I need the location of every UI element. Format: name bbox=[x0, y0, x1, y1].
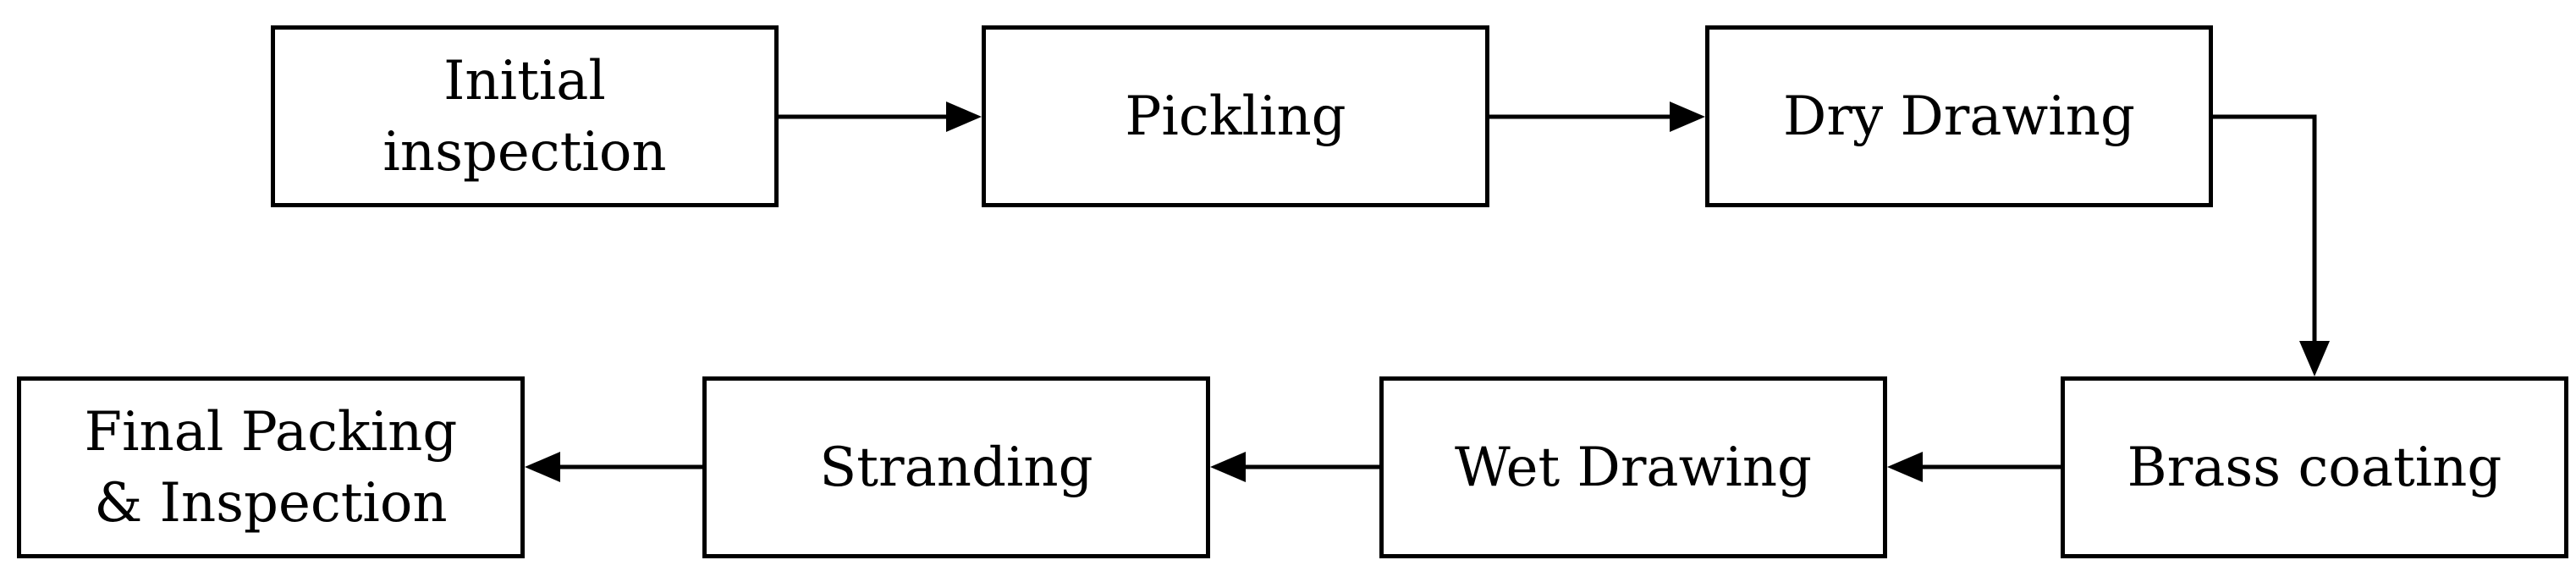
step-brass-coating: Brass coating bbox=[2061, 376, 2568, 558]
step-label: Dry Drawing bbox=[1783, 85, 2135, 148]
step-wet-drawing: Wet Drawing bbox=[1379, 376, 1887, 558]
step-stranding: Stranding bbox=[702, 376, 1210, 558]
step-label: Wet Drawing bbox=[1455, 436, 1812, 499]
step-initial-inspection: Initial inspection bbox=[271, 25, 779, 207]
arrow-brass-coating-to-wet-drawing bbox=[1887, 452, 2061, 482]
arrow-dry-drawing-to-brass-coating bbox=[2213, 114, 2330, 376]
step-dry-drawing: Dry Drawing bbox=[1705, 25, 2213, 207]
arrow-pickling-to-dry-drawing bbox=[1489, 102, 1705, 132]
arrow-wet-drawing-to-stranding bbox=[1210, 452, 1379, 482]
arrow-stranding-to-final-packing bbox=[525, 452, 702, 482]
step-label: Pickling bbox=[1125, 85, 1346, 148]
step-pickling: Pickling bbox=[982, 25, 1489, 207]
step-label: Stranding bbox=[819, 436, 1093, 499]
step-final-packing-inspection: Final Packing & Inspection bbox=[17, 376, 525, 558]
step-label: Final Packing & Inspection bbox=[84, 400, 458, 535]
arrow-initial-to-pickling bbox=[779, 102, 982, 132]
step-label: Brass coating bbox=[2127, 436, 2502, 499]
step-label: Initial inspection bbox=[383, 49, 667, 184]
